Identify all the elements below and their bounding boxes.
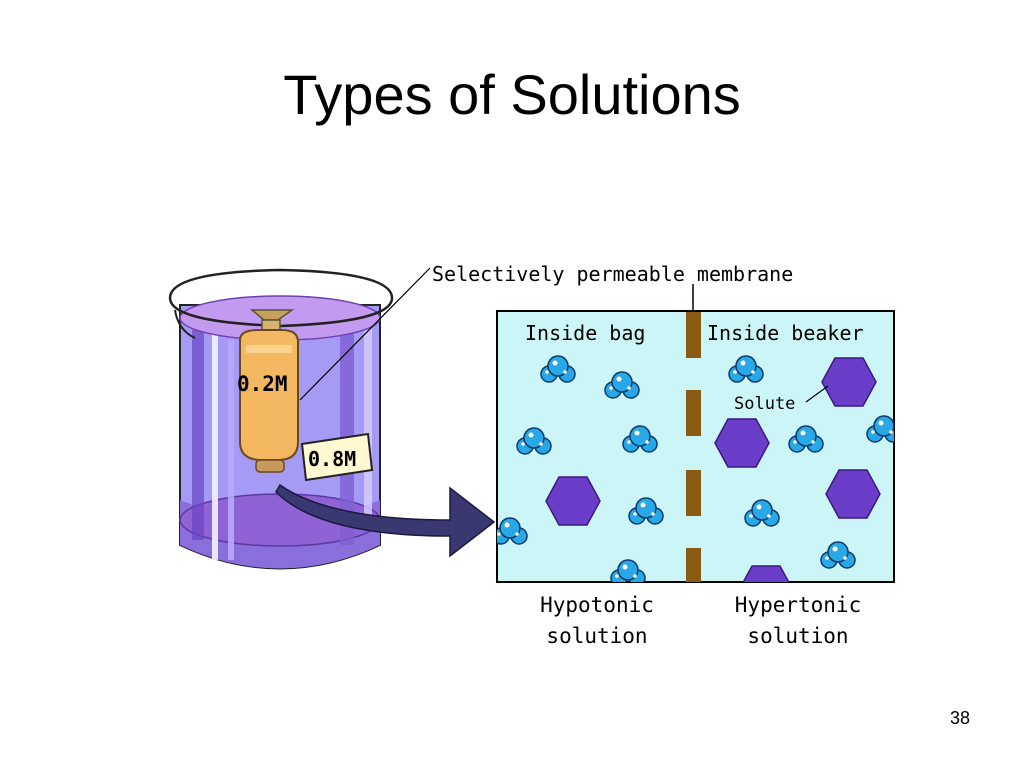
membrane-label: Selectively permeable membrane bbox=[432, 262, 793, 286]
beaker-concentration-label: 0.8M bbox=[308, 447, 356, 471]
bag-concentration-label: 0.2M bbox=[237, 372, 288, 396]
dialysis-bag bbox=[239, 309, 299, 473]
hypotonic-caption-line2: solution bbox=[546, 624, 647, 648]
solute-label: Solute bbox=[734, 394, 795, 414]
beaker-concentration-tag bbox=[300, 432, 374, 482]
membrane-segment bbox=[686, 548, 701, 582]
hypotonic-caption-line1: Hypotonic bbox=[540, 593, 654, 617]
page-number: 38 bbox=[949, 708, 970, 728]
membrane-segment bbox=[686, 470, 701, 516]
inside-beaker-label: Inside beaker bbox=[707, 321, 864, 345]
membrane-segment bbox=[686, 312, 701, 358]
hypertonic-caption-line2: solution bbox=[747, 624, 848, 648]
membrane-pointer-line bbox=[299, 267, 431, 401]
hypertonic-caption-line1: Hypertonic bbox=[735, 593, 861, 617]
membrane-segment bbox=[686, 390, 701, 436]
slide-title: Types of Solutions bbox=[283, 63, 741, 126]
solute-pointer-line bbox=[805, 385, 829, 403]
magnify-arrow bbox=[275, 483, 496, 558]
magnified-panel bbox=[496, 310, 895, 583]
inside-bag-label: Inside bag bbox=[525, 321, 645, 345]
